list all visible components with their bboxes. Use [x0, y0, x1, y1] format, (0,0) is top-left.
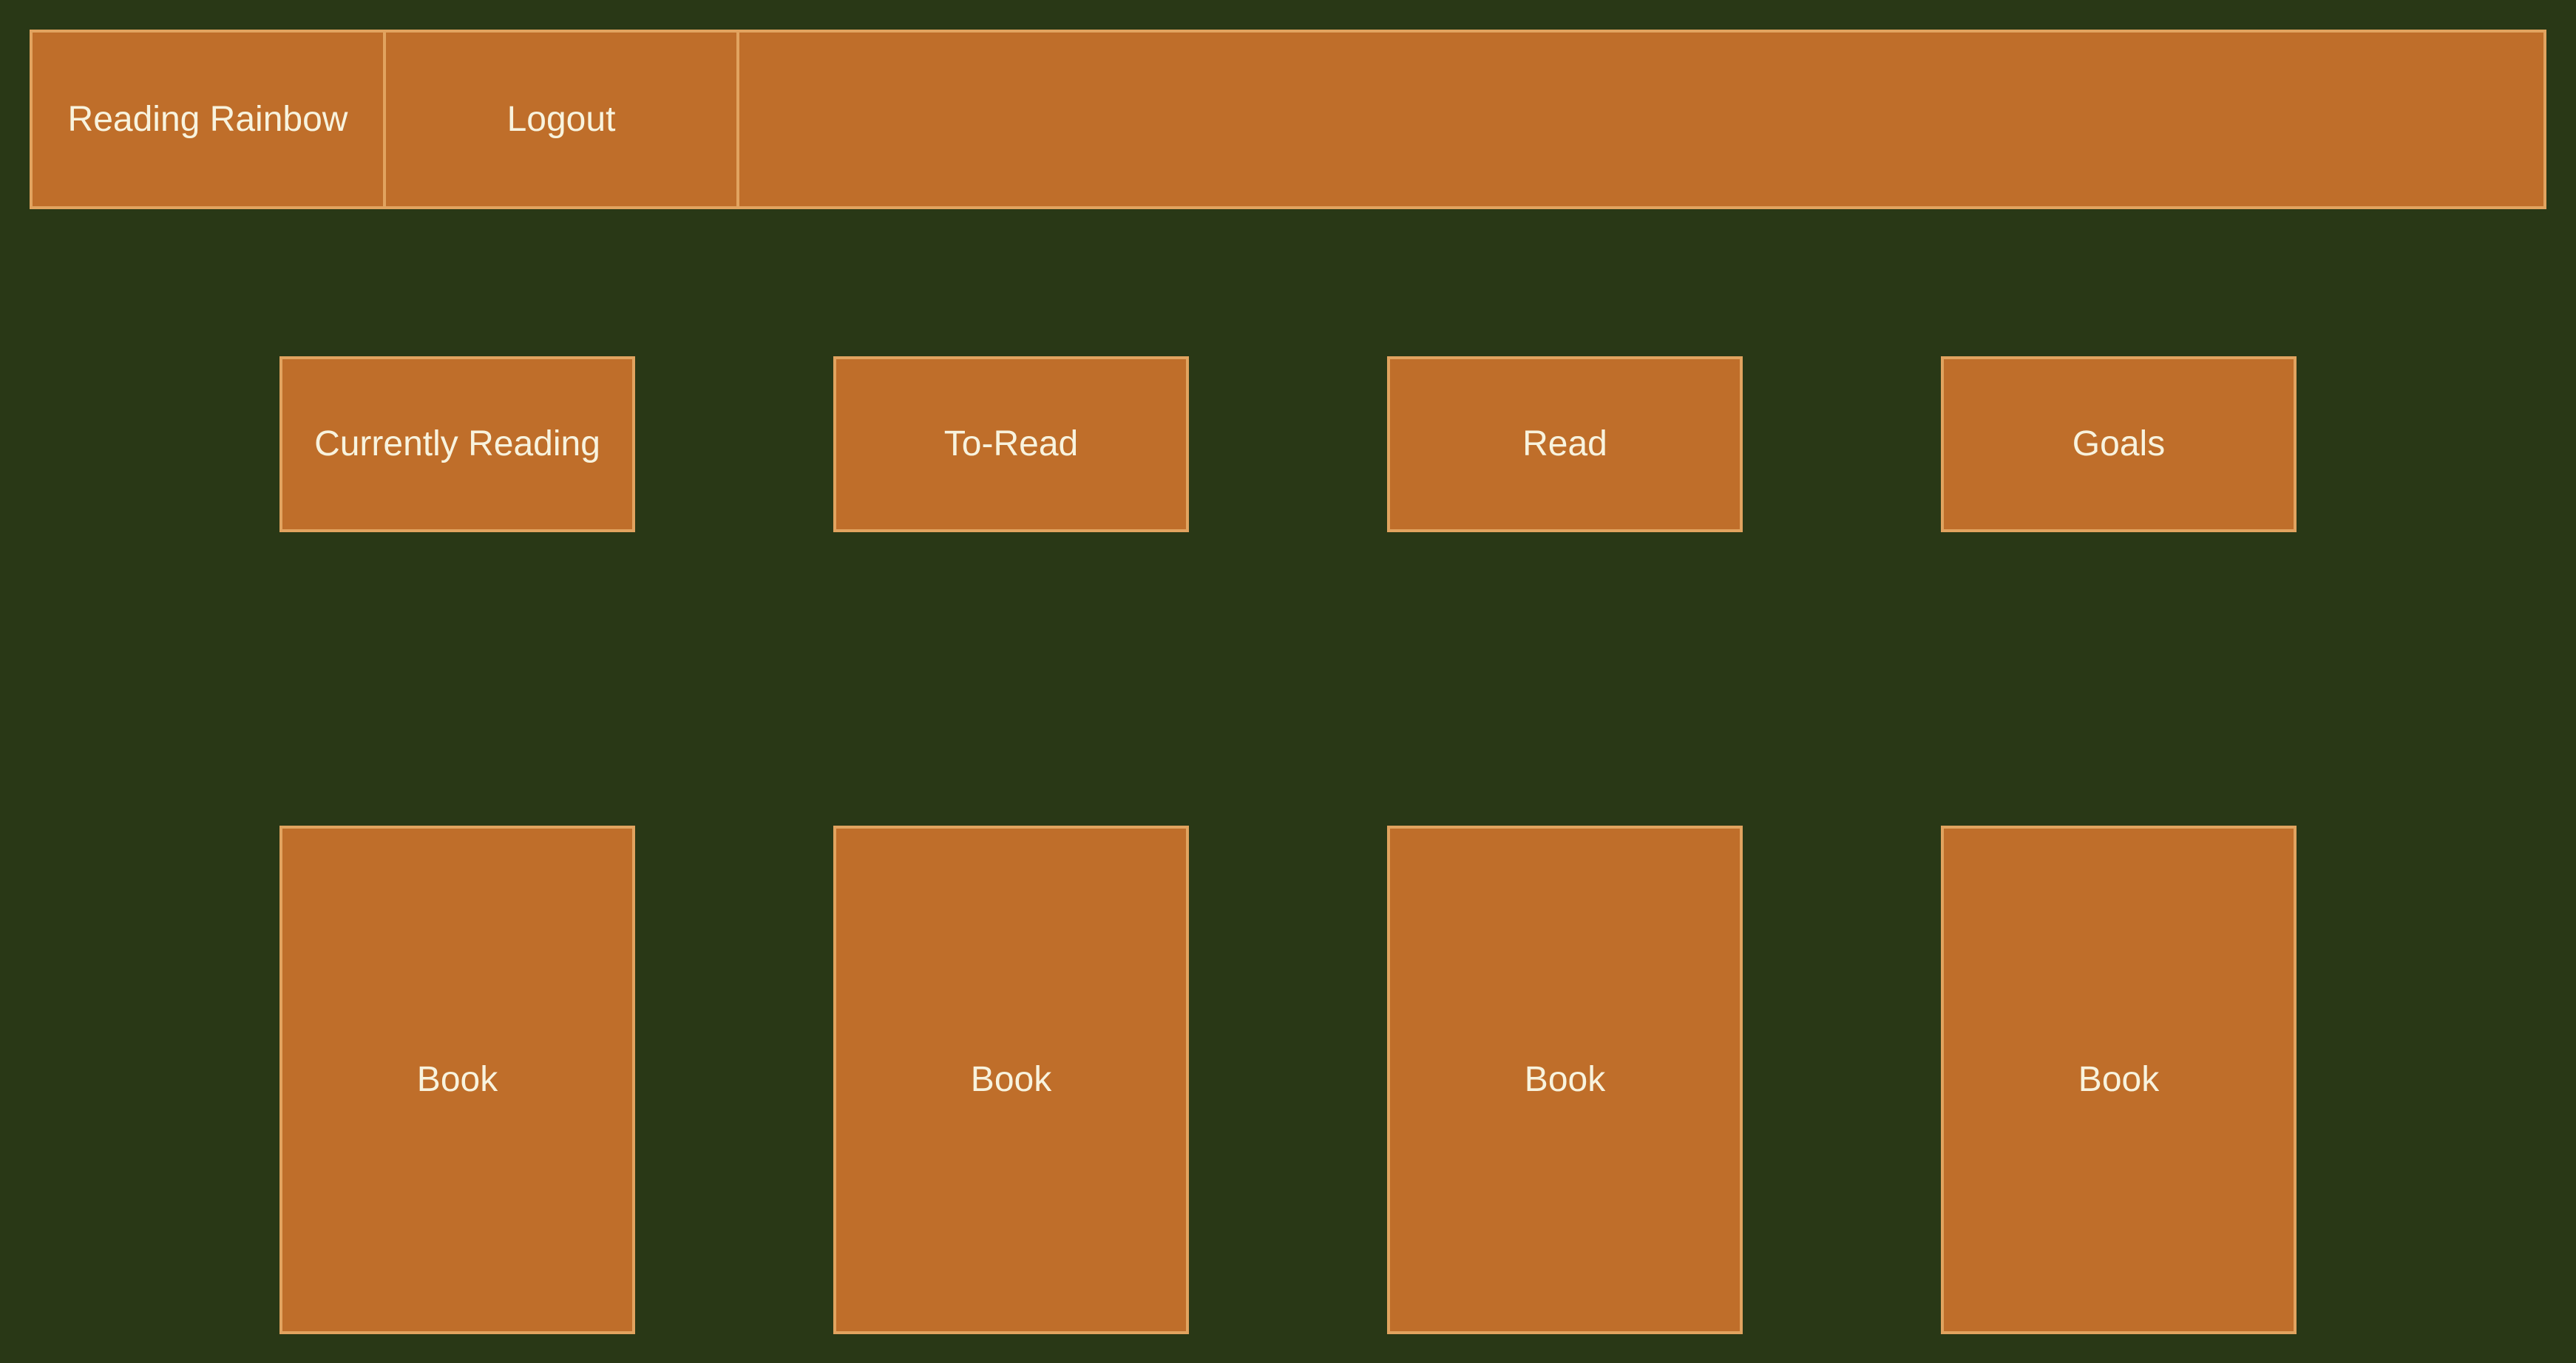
book-card-4[interactable]: Book [1941, 826, 2297, 1334]
shelves-row: Currently Reading To-Read Read Goals [279, 356, 2297, 532]
shelf-button-label: Currently Reading [314, 424, 600, 463]
shelf-button-goals[interactable]: Goals [1941, 356, 2297, 532]
book-card-3[interactable]: Book [1387, 826, 1743, 1334]
book-card-1[interactable]: Book [279, 826, 635, 1334]
logout-button-label: Logout [506, 99, 616, 139]
book-card-label: Book [2078, 1060, 2160, 1099]
page: Reading Rainbow Logout Currently Reading… [30, 30, 2546, 1334]
shelf-button-label: To-Read [943, 424, 1079, 463]
logout-button[interactable]: Logout [383, 30, 739, 209]
shelf-button-read[interactable]: Read [1387, 356, 1743, 532]
nav-brand[interactable]: Reading Rainbow [30, 30, 386, 209]
shelf-button-to-read[interactable]: To-Read [833, 356, 1189, 532]
shelf-button-label: Read [1522, 424, 1607, 463]
shelf-button-label: Goals [2072, 424, 2166, 463]
top-navbar: Reading Rainbow Logout [30, 30, 2546, 209]
main-content: Currently Reading To-Read Read Goals Boo… [30, 356, 2546, 1334]
navbar-filler [736, 30, 2546, 209]
nav-brand-label: Reading Rainbow [67, 99, 348, 139]
book-card-label: Book [416, 1060, 498, 1099]
book-card-2[interactable]: Book [833, 826, 1189, 1334]
shelf-button-currently-reading[interactable]: Currently Reading [279, 356, 635, 532]
books-row: Book Book Book Book [279, 826, 2297, 1334]
book-card-label: Book [1524, 1060, 1606, 1099]
book-card-label: Book [970, 1060, 1052, 1099]
